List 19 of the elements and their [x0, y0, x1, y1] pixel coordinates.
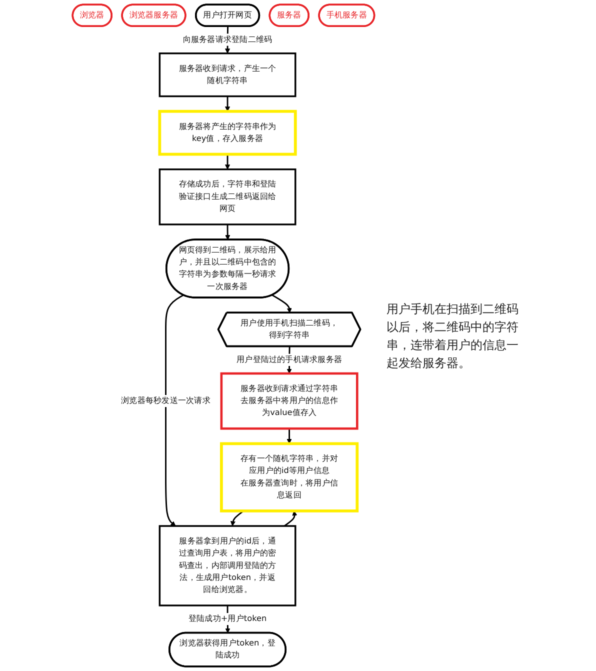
- arrow: [224, 224, 230, 240]
- node-box: 服务器将产生的字符串作为key值，存入服务器: [158, 110, 296, 156]
- arrow: [283, 510, 297, 527]
- node-box: 服务器收到请求，产生一个随机字符串: [158, 52, 296, 98]
- edge-label: 向服务器请求登陆二维码: [182, 34, 272, 44]
- arrow: [224, 96, 230, 112]
- node-box: 服务器收到请求通过字符串去服务器中将用户的信息作为value值存入: [220, 372, 358, 430]
- arrow: [286, 428, 292, 444]
- node-box: 存储成功后，字符串和登陆验证接口生成二维码返回给网页: [158, 168, 296, 226]
- edge-label: 用户登陆过的手机请求服务器: [236, 354, 342, 364]
- arrow: [230, 510, 244, 526]
- edge-label: 浏览器每秒发送一次请求: [120, 396, 210, 406]
- arrow: [271, 294, 292, 314]
- node-box: 存有一个随机字符串，并对应用户的id等用户信息 在服务器查询时，将用户信息返回: [220, 442, 358, 512]
- arrow: [164, 294, 184, 526]
- arrow: [224, 154, 230, 170]
- note-text: 用户手机在扫描到二维码以后，将二维码中的字符串，连带着用户的信息一起发给服务器。: [386, 300, 520, 372]
- edge-label: 登陆成功+用户token: [188, 614, 266, 624]
- node-box: 服务器拿到用户的id后，通过查询用户表，将用户的密码查出，内部调用登陆的方法，生成用户token，并返回给浏览器。: [158, 525, 296, 606]
